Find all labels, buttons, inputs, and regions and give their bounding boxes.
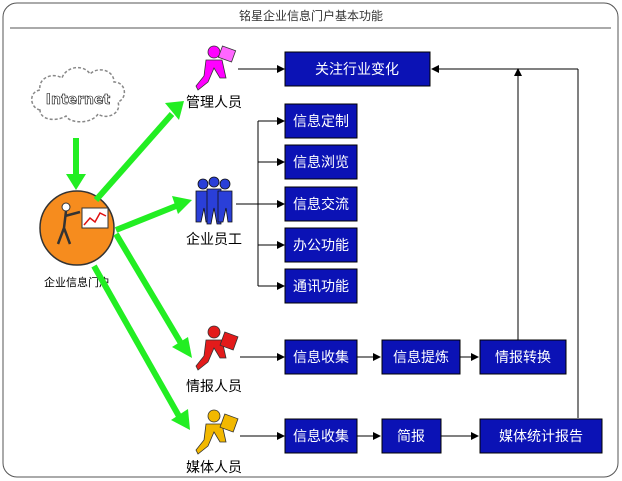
box-intel-refine-label: 信息提炼 [393, 349, 449, 366]
box-intel-convert-label: 情报转换 [495, 349, 551, 366]
box-industry: 关注行业变化 [284, 51, 431, 87]
box-custom: 信息定制 [284, 103, 358, 139]
box-intel-collect-label: 信息收集 [293, 349, 349, 366]
green-arrows [91, 101, 192, 430]
portal-presenter-icon [39, 190, 115, 266]
box-media-report: 媒体统计报告 [479, 418, 603, 454]
box-media-report-label: 媒体统计报告 [499, 429, 583, 445]
staff-group-icon [195, 176, 233, 225]
box-custom-label: 信息定制 [293, 113, 349, 130]
box-media-brief-label: 简报 [397, 428, 425, 445]
connectors [236, 65, 579, 440]
role-staff-label: 企业员工 [186, 231, 242, 248]
box-office: 办公功能 [284, 227, 358, 263]
role-media-label: 媒体人员 [186, 460, 242, 476]
box-media-collect: 信息收集 [284, 418, 358, 454]
box-intel-collect: 信息收集 [284, 339, 358, 375]
box-intel-refine: 信息提炼 [381, 339, 461, 375]
manager-figure-icon [195, 45, 237, 91]
box-exchange-label: 信息交流 [293, 196, 349, 213]
portal-label: 企业信息门户 [44, 275, 110, 289]
diagram-title: 铭星企业信息门户基本功能 [239, 8, 383, 23]
box-office-label: 办公功能 [293, 238, 349, 254]
box-media-brief: 简报 [381, 418, 442, 454]
intel-figure-icon [195, 325, 239, 371]
box-comm-label: 通讯功能 [293, 279, 349, 295]
box-media-collect-label: 信息收集 [293, 428, 349, 445]
media-figure-icon [195, 409, 239, 455]
box-industry-label: 关注行业变化 [315, 62, 399, 78]
box-browse: 信息浏览 [284, 144, 358, 180]
box-exchange: 信息交流 [284, 186, 358, 222]
box-browse-label: 信息浏览 [293, 154, 349, 171]
role-intel-label: 情报人员 [186, 379, 242, 395]
internet-cloud-icon [31, 66, 126, 123]
box-intel-convert: 情报转换 [479, 339, 567, 375]
internet-label: Internet [46, 92, 111, 108]
arrow-cloud-to-portal-head [66, 174, 86, 190]
box-comm: 通讯功能 [284, 268, 358, 304]
role-manager-label: 管理人员 [186, 95, 242, 111]
